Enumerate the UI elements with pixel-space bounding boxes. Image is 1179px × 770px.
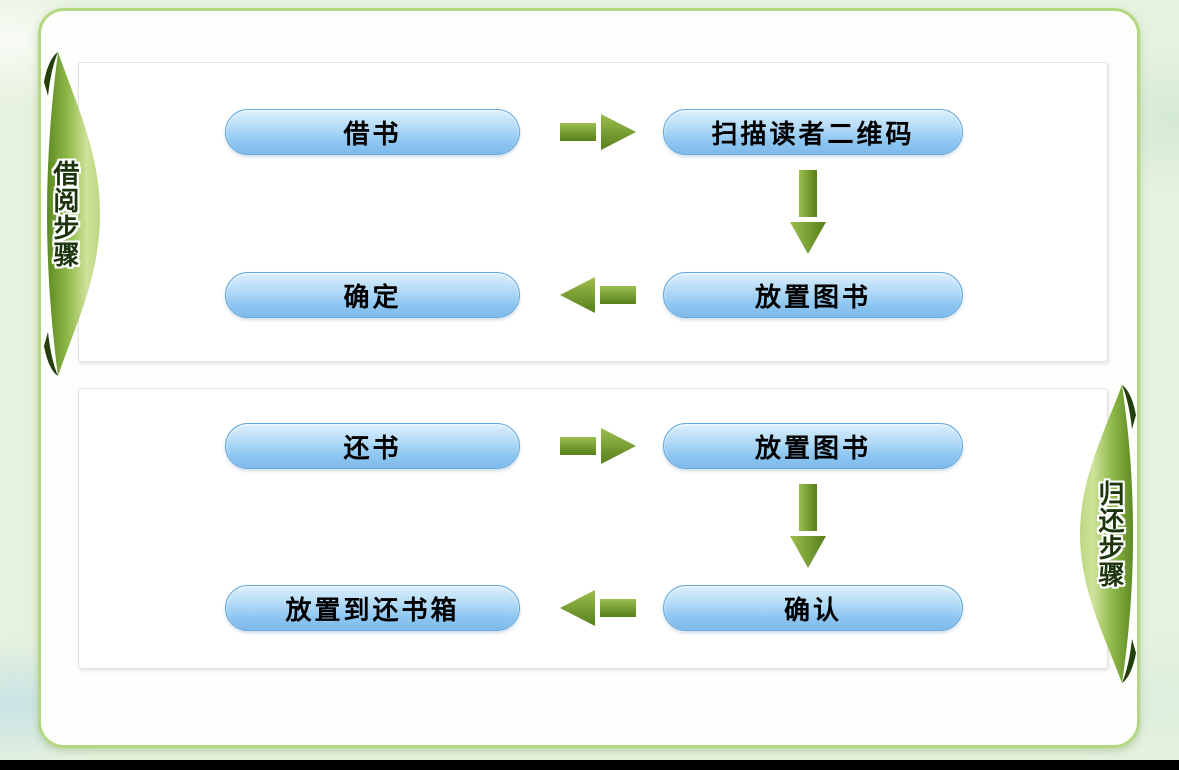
borrow-node-scan: 扫描读者二维码: [663, 109, 963, 155]
borrow-steps-panel: [78, 62, 1108, 362]
borrow-node-place-book: 放置图书: [663, 272, 963, 318]
ribbon-right-shape: [1080, 385, 1136, 683]
arrow-down-icon: [790, 170, 826, 254]
ribbon-left-shape: [44, 52, 100, 376]
return-node-place-book: 放置图书: [663, 423, 963, 469]
arrow-left-icon: [560, 590, 636, 626]
arrow-right-icon: [560, 114, 636, 150]
bottom-black-bar: [0, 760, 1179, 770]
borrow-node-start: 借书: [225, 109, 520, 155]
borrow-node-confirm: 确定: [225, 272, 520, 318]
return-node-dropbox: 放置到还书箱: [225, 585, 520, 631]
return-node-start: 还书: [225, 423, 520, 469]
borrow-section-ribbon: 借阅步骤: [42, 50, 104, 378]
return-section-ribbon: 归还步骤: [1076, 383, 1138, 685]
return-node-confirm: 确认: [663, 585, 963, 631]
arrow-right-icon: [560, 428, 636, 464]
arrow-down-icon: [790, 484, 826, 568]
return-ribbon-label: 归还步骤: [1093, 480, 1124, 588]
arrow-left-icon: [560, 277, 636, 313]
borrow-ribbon-label: 借阅步骤: [48, 160, 79, 268]
